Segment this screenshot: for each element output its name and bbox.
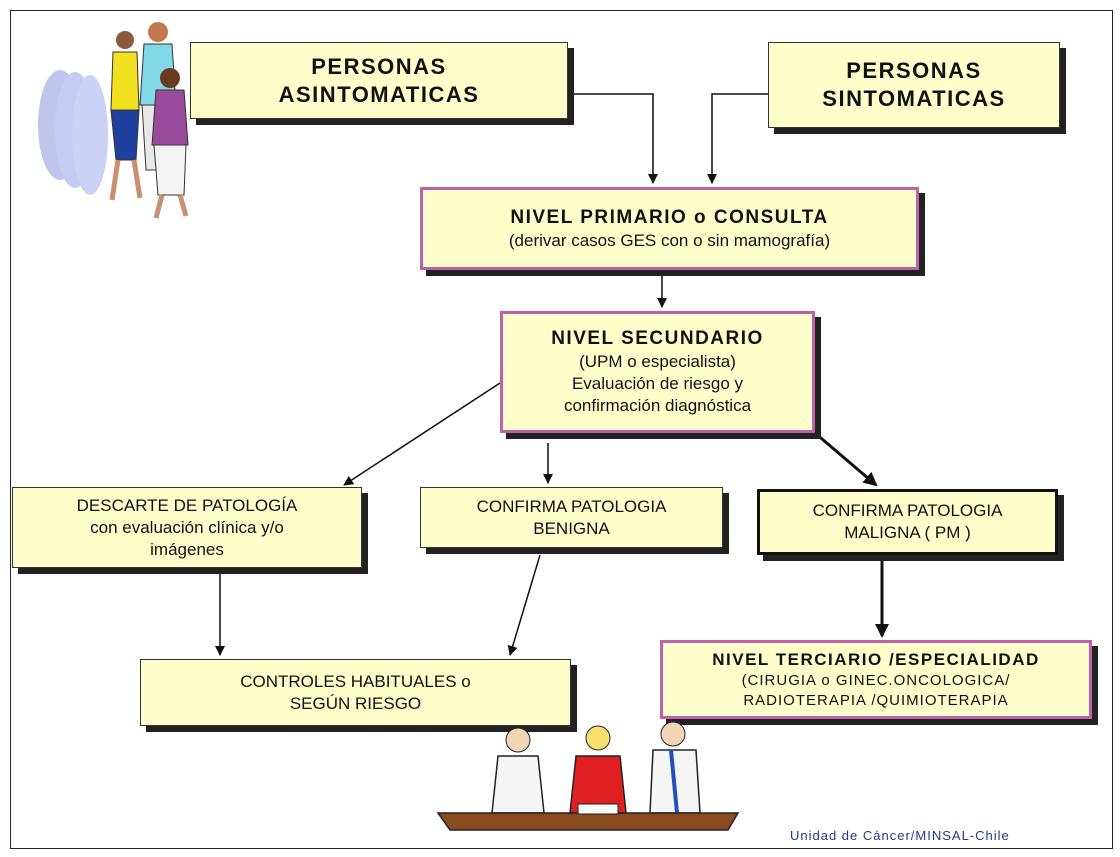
arrow-symptomatic-to-primary [707, 93, 768, 184]
diagram-frame [10, 10, 1113, 849]
arrow-secondary-to-malignant [814, 431, 878, 487]
arrow-benign-to-controls [507, 554, 541, 656]
discard-line1: DESCARTE DE PATOLOGÍA [76, 495, 298, 515]
controls-line2: SEGÚN RIESGO [289, 693, 422, 713]
asymptomatic-box: PERSONAS ASINTOMATICAS [190, 42, 568, 119]
primary-level-box: NIVEL PRIMARIO o CONSULTA (derivar casos… [420, 187, 919, 270]
arrow-secondary-to-discard [343, 382, 501, 486]
malignant-line2: MALIGNA ( PM ) [844, 523, 971, 542]
malignant-line1: CONFIRMA PATOLOGIA [812, 501, 1003, 520]
secondary-line2: Evaluación de riesgo y [571, 374, 744, 393]
primary-subtitle: (derivar casos GES con o sin mamografía) [508, 230, 831, 250]
asymptomatic-line2: ASINTOMATICAS [278, 81, 480, 107]
benign-pathology-box: CONFIRMA PATOLOGIA BENIGNA [420, 487, 723, 548]
symptomatic-line2: SINTOMATICAS [822, 86, 1006, 111]
controls-line1: CONTROLES HABITUALES o [240, 671, 471, 691]
secondary-line1: (UPM o especialista) [579, 352, 736, 371]
arrow-asymptomatic-to-primary [568, 93, 658, 184]
asymptomatic-line1: PERSONAS [311, 53, 447, 79]
symptomatic-line1: PERSONAS [846, 58, 982, 83]
symptomatic-box: PERSONAS SINTOMATICAS [768, 42, 1060, 128]
secondary-line3: confirmación diagnóstica [563, 396, 752, 415]
discard-line3: imágenes [150, 539, 224, 559]
discard-line2: con evaluación clínica y/o [90, 517, 284, 537]
primary-title: NIVEL PRIMARIO o CONSULTA [510, 206, 829, 228]
source-credit: Unidad de Cáncer/MINSAL-Chile [790, 828, 1010, 843]
usual-controls-box: CONTROLES HABITUALES o SEGÚN RIESGO [140, 659, 571, 726]
malignant-pathology-box: CONFIRMA PATOLOGIA MALIGNA ( PM ) [757, 489, 1058, 555]
walking-people-illustration [38, 22, 189, 219]
tertiary-line1: (CIRUGIA o GINEC.ONCOLOGICA/ [741, 671, 1011, 689]
secondary-title: NIVEL SECUNDARIO [551, 328, 764, 349]
medical-meeting-illustration [436, 721, 740, 831]
secondary-level-box: NIVEL SECUNDARIO (UPM o especialista) Ev… [500, 311, 815, 433]
tertiary-line2: RADIOTERAPIA /QUIMIOTERAPIA [743, 691, 1009, 709]
benign-line2: BENIGNA [533, 518, 610, 538]
tertiary-title: NIVEL TERCIARIO /ESPECIALIDAD [712, 649, 1040, 669]
tertiary-level-box: NIVEL TERCIARIO /ESPECIALIDAD (CIRUGIA o… [660, 640, 1092, 719]
discard-pathology-box: DESCARTE DE PATOLOGÍA con evaluación clí… [12, 487, 362, 568]
benign-line1: CONFIRMA PATOLOGIA [476, 496, 667, 516]
